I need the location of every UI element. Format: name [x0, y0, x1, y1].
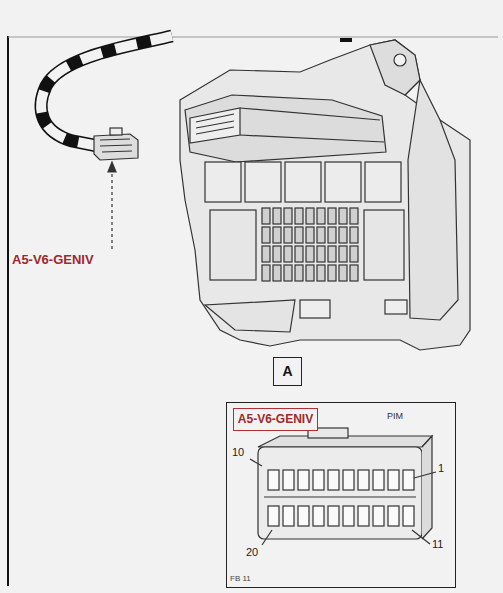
pin-number: 20: [246, 546, 258, 558]
wire-harness: [41, 36, 172, 146]
pin-number: 10: [232, 446, 244, 458]
wire-harness: [41, 36, 172, 146]
relay-blocks: [205, 162, 401, 202]
frame-line: [8, 37, 498, 38]
fuse-grid: [210, 208, 404, 281]
frame-line: [7, 36, 9, 586]
arrowhead: [108, 162, 116, 172]
inset-panel: PIM A5-V6-GENIV: [226, 402, 456, 588]
view-label-box: A: [273, 357, 302, 386]
pin-number: 1: [438, 462, 444, 474]
connector-housing: [258, 428, 432, 539]
leader-line: [111, 168, 112, 250]
connector-code: A5-V6-GENIV: [12, 252, 94, 267]
part-label: A5-V6-GENIV: [237, 412, 314, 426]
fuse-box: [180, 40, 470, 350]
harness-connector: [94, 128, 138, 160]
connector-code: PIM: [387, 411, 403, 421]
connector-pins: [268, 470, 414, 526]
pin-number: 11: [432, 538, 443, 550]
figure-ref: FB 11: [230, 574, 251, 583]
mark: [340, 38, 352, 42]
part-label: A: [279, 363, 296, 379]
connector-name-box: A5-V6-GENIV: [233, 408, 318, 431]
pin-leader: [250, 459, 436, 545]
